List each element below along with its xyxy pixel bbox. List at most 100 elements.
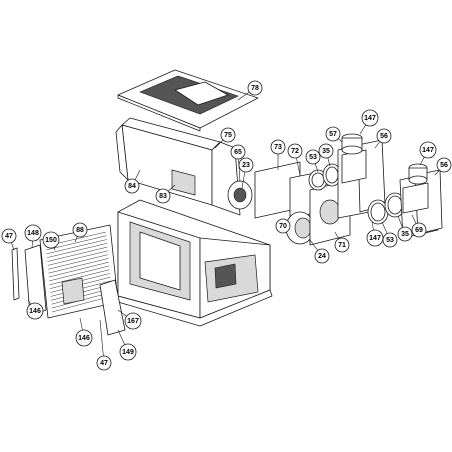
callout-149: 149: [119, 343, 137, 361]
callout-35: 35: [318, 143, 334, 159]
callout-147: 147: [366, 229, 384, 247]
callout-number: 53: [309, 154, 317, 161]
callout-circle: [270, 139, 286, 155]
callout-number: 56: [440, 162, 448, 169]
grille-louver: [48, 261, 109, 278]
callout-circle: [96, 355, 112, 371]
callout-circle: [24, 224, 42, 242]
vent-box-upper: [337, 133, 386, 219]
callout-69: 69: [411, 222, 427, 238]
back-housing: [115, 117, 241, 216]
callout-70: 70: [275, 218, 291, 234]
grille-louver: [48, 254, 109, 270]
callout-circle: [382, 232, 398, 248]
callout-number: 65: [234, 149, 242, 156]
callout-number: 53: [386, 237, 394, 244]
callout-83: 83: [155, 188, 171, 204]
callout-147: 147: [361, 109, 379, 127]
callout-circle: [119, 343, 137, 361]
grille-louver: [47, 246, 108, 262]
callout-number: 72: [291, 148, 299, 155]
callout-number: 75: [224, 132, 232, 139]
grille-louver: [49, 265, 110, 282]
callout-number: 84: [128, 183, 136, 190]
callout-number: 147: [422, 147, 434, 154]
grille-louver: [46, 235, 107, 251]
callout-148: 148: [24, 224, 42, 242]
callout-number: 147: [369, 235, 381, 242]
side-panel-left: [24, 244, 47, 317]
callout-56: 56: [376, 128, 392, 144]
callout-number: 56: [380, 133, 388, 140]
callout-number: 83: [159, 193, 167, 200]
callout-number: 148: [27, 230, 39, 237]
blower-wheel: [227, 180, 253, 210]
grille-louver: [47, 243, 108, 258]
callout-circle: [42, 231, 60, 249]
callout-circle: [220, 127, 236, 143]
side-panel-right: [99, 279, 126, 336]
callout-circle: [318, 143, 334, 159]
callout-circle: [305, 149, 321, 165]
callout-number: 24: [318, 253, 326, 260]
callout-73: 73: [270, 139, 286, 155]
bracket-left: [11, 247, 20, 301]
callout-circle: [247, 80, 263, 96]
callout-35: 35: [397, 226, 413, 242]
callout-circle: [419, 141, 437, 159]
callout-number: 78: [251, 85, 259, 92]
callout-number: 23: [242, 162, 250, 169]
callout-circle: [72, 222, 88, 238]
callout-number: 146: [29, 308, 41, 315]
callout-71: 71: [334, 237, 350, 253]
callout-circle: [314, 248, 330, 264]
callout-circle: [411, 222, 427, 238]
callout-84: 84: [124, 178, 140, 194]
callout-number: 71: [338, 242, 346, 249]
callout-circle: [287, 143, 303, 159]
grille-louver: [48, 258, 109, 274]
callout-number: 35: [322, 148, 330, 155]
callout-56: 56: [436, 157, 452, 173]
callout-150: 150: [42, 231, 60, 249]
callout-number: 69: [415, 227, 423, 234]
callout-146: 146: [75, 329, 93, 347]
callout-number: 47: [5, 233, 13, 240]
callout-circle: [361, 109, 379, 127]
callout-circle: [1, 228, 17, 244]
callout-circle: [155, 188, 171, 204]
callout-circle: [124, 312, 142, 330]
callout-circle: [26, 302, 44, 320]
callout-number: 57: [329, 131, 337, 138]
callout-circle: [397, 226, 413, 242]
main-cabinet: [117, 199, 273, 327]
ring-35-lower: [384, 192, 406, 218]
callout-47: 47: [96, 355, 112, 371]
ring-53-lower: [367, 199, 389, 225]
callout-circle: [334, 237, 350, 253]
callout-167: 167: [124, 312, 142, 330]
callout-23: 23: [238, 157, 254, 173]
grille-louver: [49, 269, 110, 286]
callout-number: 149: [122, 349, 134, 356]
callout-number: 88: [76, 227, 84, 234]
callout-circle: [124, 178, 140, 194]
top-panel: [117, 69, 259, 132]
callout-number: 35: [401, 231, 409, 238]
grille-louver: [47, 250, 108, 266]
callout-number: 147: [364, 115, 376, 122]
callout-78: 78: [247, 80, 263, 96]
callout-circle: [436, 157, 452, 173]
callout-65: 65: [230, 144, 246, 160]
callout-number: 47: [100, 360, 108, 367]
callout-circle: [376, 128, 392, 144]
callout-75: 75: [220, 127, 236, 143]
callout-147: 147: [419, 141, 437, 159]
vent-box-lower: [399, 163, 443, 239]
callout-circle: [230, 144, 246, 160]
callout-number: 146: [78, 335, 90, 342]
callout-53: 53: [305, 149, 321, 165]
callout-47: 47: [1, 228, 17, 244]
callout-number: 73: [274, 144, 282, 151]
